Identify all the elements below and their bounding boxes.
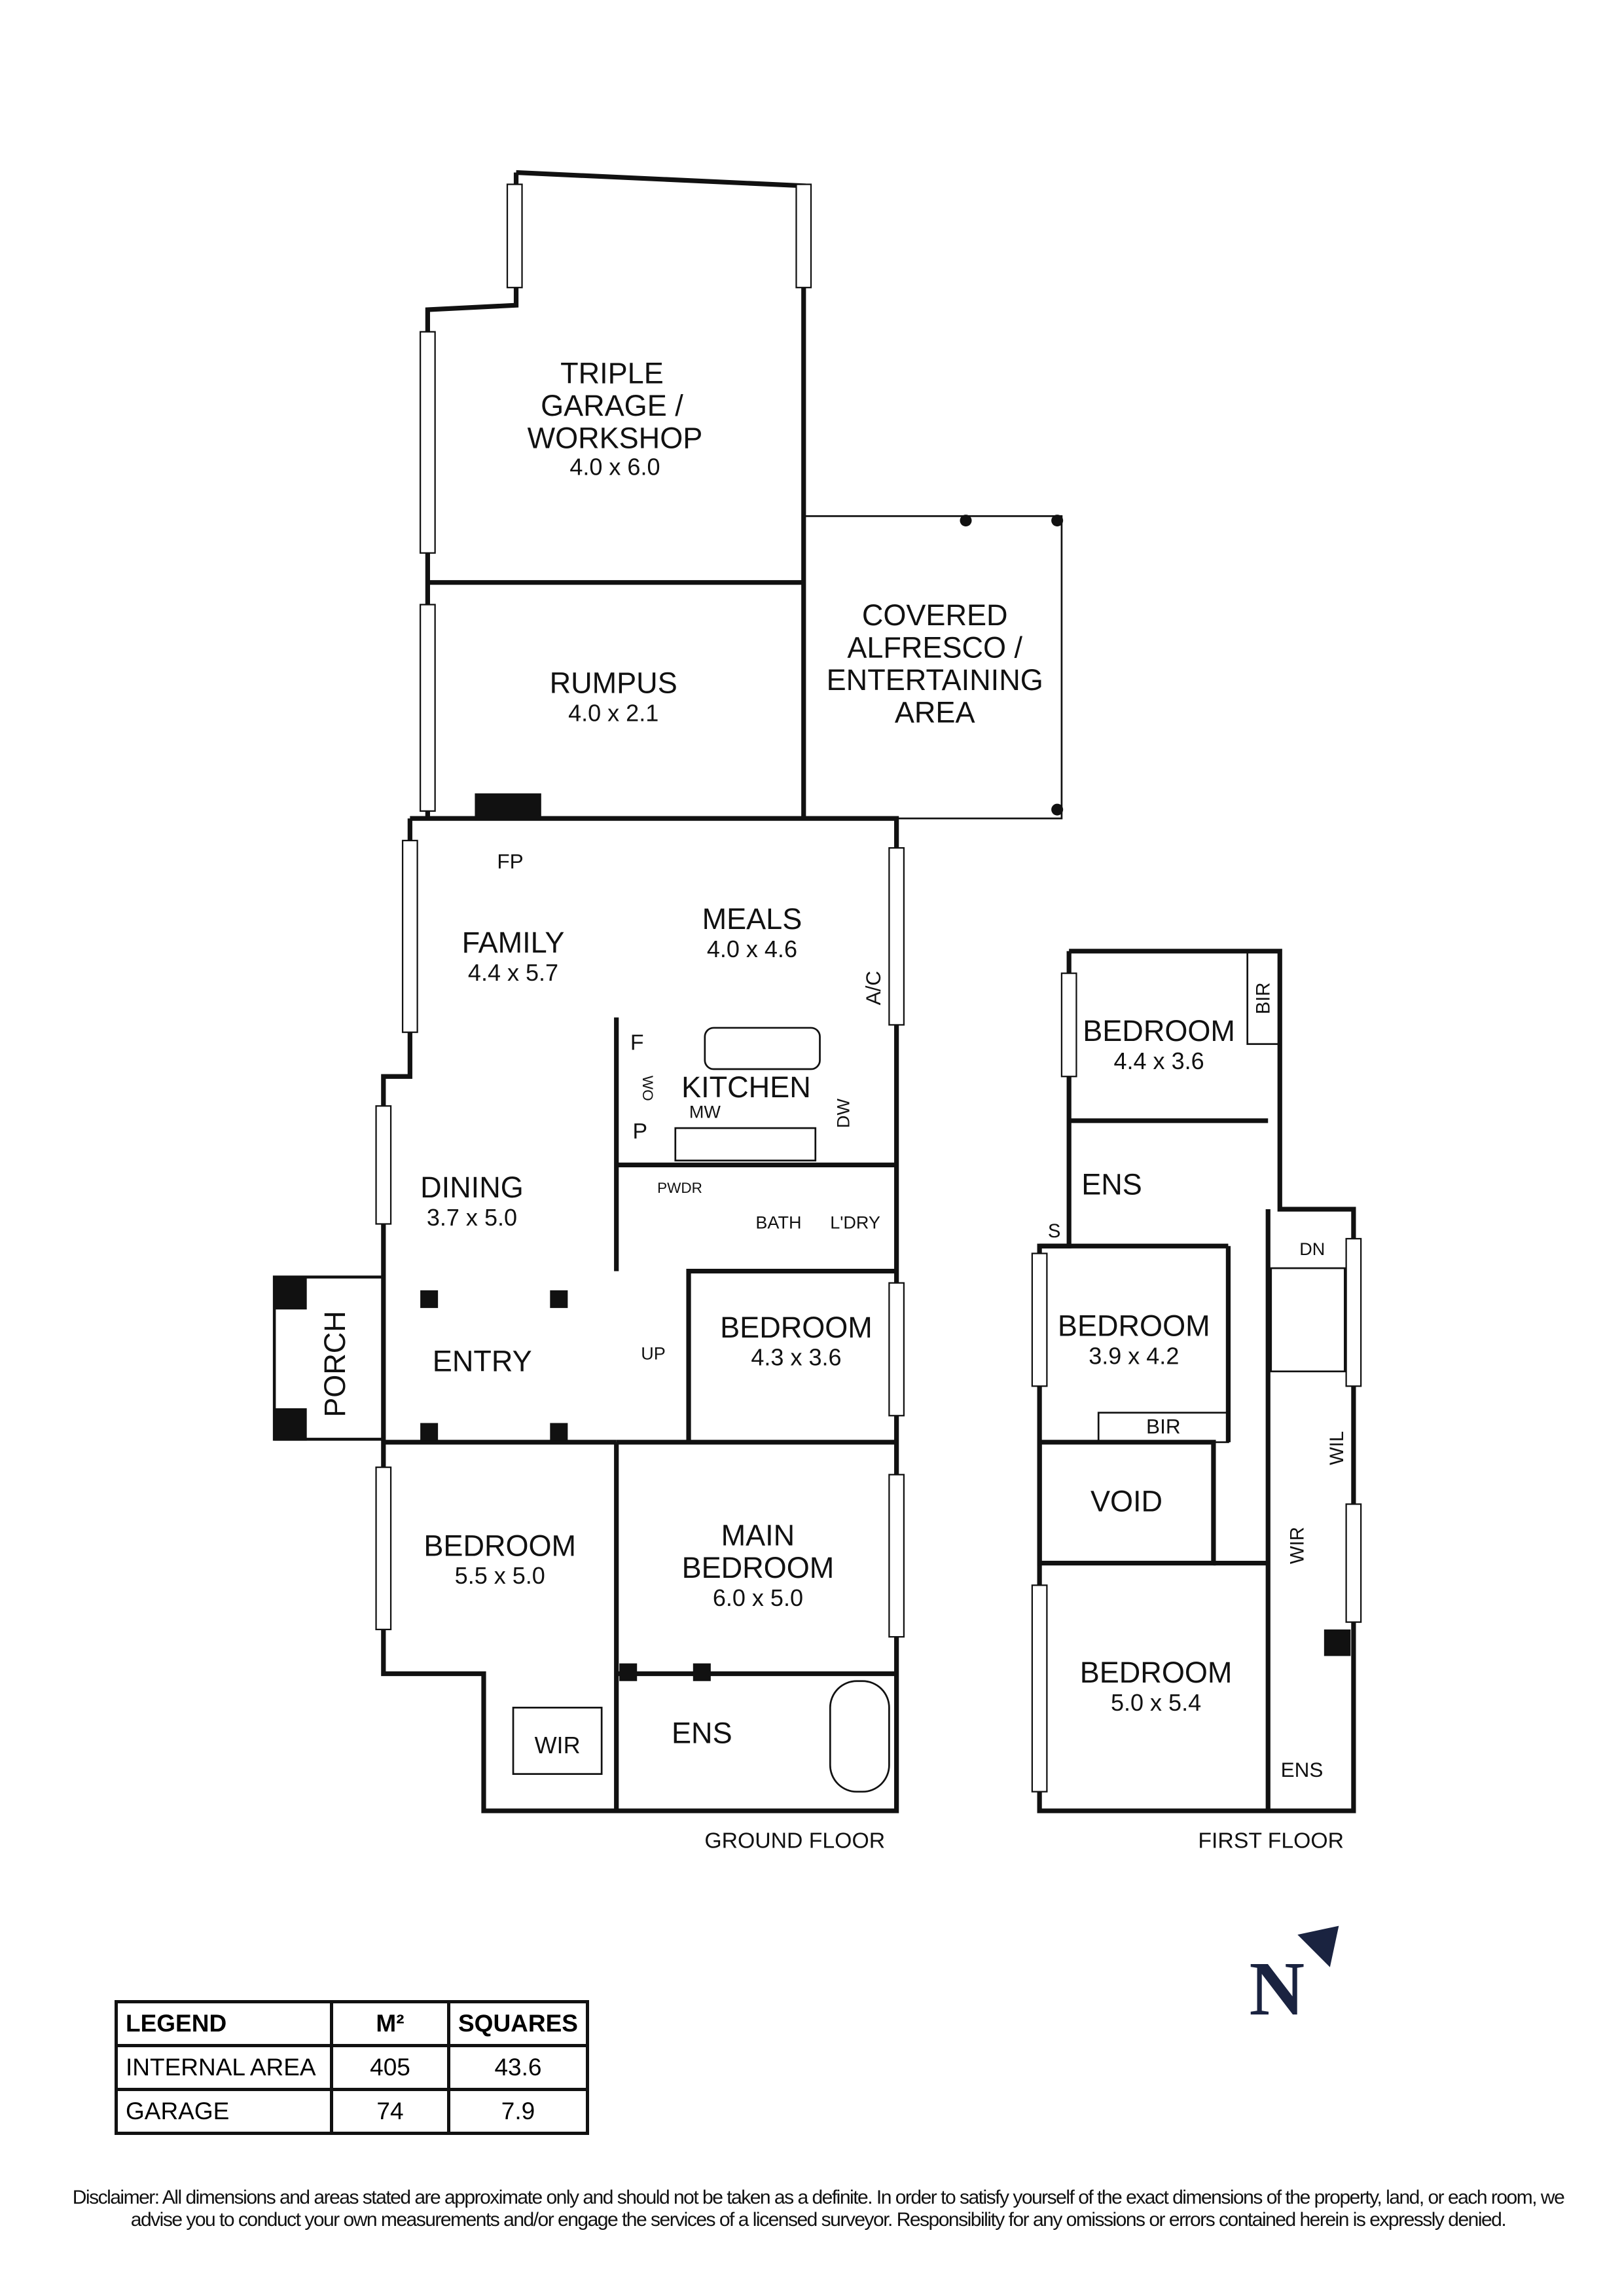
- garage-label: GARAGE /: [541, 389, 683, 422]
- ff-bedroom2-label: BEDROOM: [1058, 1309, 1210, 1343]
- wir-gf-label: WIR: [535, 1732, 581, 1758]
- entry-label: ENTRY: [433, 1345, 532, 1378]
- bedroom-gf-dims: 4.3 x 3.6: [751, 1344, 841, 1371]
- alfresco-label: ALFRESCO /: [847, 631, 1022, 665]
- ground-floor-walls: [272, 170, 1064, 1813]
- legend-cell: 43.6: [447, 2044, 589, 2091]
- ground-floor-label: GROUND FLOOR: [704, 1828, 885, 1853]
- north-arrow-icon: [1297, 1925, 1339, 1967]
- first-floor-label: FIRST FLOOR: [1198, 1828, 1344, 1853]
- stairs-up-label: UP: [641, 1344, 666, 1364]
- legend-cell: 405: [330, 2044, 450, 2091]
- garage-dims: 4.0 x 6.0: [569, 453, 660, 480]
- alfresco-label: COVERED: [862, 598, 1008, 632]
- wall-oven-label: WO: [640, 1076, 656, 1101]
- legend-header: SQUARES: [447, 2000, 589, 2047]
- rumpus-label: RUMPUS: [550, 666, 677, 700]
- ff-bedroom2-dims: 3.9 x 4.2: [1089, 1342, 1179, 1369]
- north-label: N: [1249, 1947, 1305, 2032]
- dishwasher-label: DW: [834, 1099, 854, 1129]
- ff-bedroom1-dims: 4.4 x 3.6: [1113, 1048, 1204, 1074]
- legend-header: LEGEND: [115, 2000, 333, 2047]
- north-arrow: N: [1249, 1925, 1339, 2032]
- legend-row: GARAGE 74 7.9: [115, 2088, 589, 2135]
- wir-ff-label: WIR: [1286, 1527, 1308, 1564]
- ff-bedroom3-label: BEDROOM: [1080, 1656, 1233, 1689]
- garage-label: TRIPLE: [560, 357, 664, 390]
- alfresco-label: ENTERTAINING: [827, 663, 1043, 697]
- dining-dims: 3.7 x 5.0: [427, 1204, 517, 1231]
- meals-dims: 4.0 x 4.6: [707, 936, 797, 962]
- meals-label: MEALS: [702, 902, 802, 936]
- main-bedroom-dims: 6.0 x 5.0: [713, 1584, 803, 1611]
- family-label: FAMILY: [462, 926, 565, 959]
- powder-label: PWDR: [657, 1180, 702, 1196]
- ac-label: A/C: [861, 971, 885, 1006]
- shower-s-label: S: [1048, 1220, 1061, 1242]
- area-legend-table: LEGEND M² SQUARES INTERNAL AREA 405 43.6…: [115, 2000, 589, 2135]
- bedroom-front-dims: 5.5 x 5.0: [455, 1562, 545, 1589]
- family-dims: 4.4 x 5.7: [468, 959, 558, 986]
- dining-label: DINING: [420, 1171, 524, 1204]
- legend-header: M²: [330, 2000, 450, 2047]
- porch-label: PORCH: [318, 1311, 351, 1417]
- bedroom-gf-label: BEDROOM: [720, 1311, 873, 1344]
- legend-header-row: LEGEND M² SQUARES: [115, 2000, 589, 2047]
- bir-label: BIR: [1252, 982, 1274, 1014]
- fridge-label: F: [630, 1030, 644, 1055]
- legend-cell: 7.9: [447, 2088, 589, 2135]
- pantry-label: P: [632, 1119, 647, 1144]
- void-label: VOID: [1090, 1485, 1162, 1518]
- kitchen-label: KITCHEN: [681, 1070, 811, 1104]
- stairs-down-label: DN: [1299, 1239, 1325, 1259]
- bath-label: BATH: [755, 1212, 801, 1232]
- ff-ens1-label: ENS: [1081, 1167, 1142, 1201]
- bir2-label: BIR: [1146, 1414, 1181, 1438]
- legend-row: INTERNAL AREA 405 43.6: [115, 2044, 589, 2091]
- legend-cell: 74: [330, 2088, 450, 2135]
- legend-cell: GARAGE: [115, 2088, 333, 2135]
- ff-bedroom1-label: BEDROOM: [1083, 1014, 1235, 1048]
- main-bedroom-label: BEDROOM: [682, 1551, 835, 1584]
- bedroom-front-label: BEDROOM: [424, 1529, 576, 1562]
- main-bedroom-label: MAIN: [721, 1519, 795, 1552]
- garage-label: WORKSHOP: [528, 422, 703, 455]
- ff-ens2-label: ENS: [1281, 1758, 1324, 1781]
- alfresco-label: AREA: [895, 696, 975, 729]
- disclaimer-text: Disclaimer: All dimensions and areas sta…: [72, 2187, 1565, 2231]
- rumpus-dims: 4.0 x 2.1: [568, 699, 658, 726]
- microwave-label: MW: [689, 1102, 721, 1121]
- ff-bedroom3-dims: 5.0 x 5.4: [1111, 1689, 1201, 1716]
- fp-label: FP: [497, 850, 523, 873]
- first-floor-walls: [1031, 949, 1362, 1813]
- wil-label: WIL: [1326, 1431, 1348, 1465]
- legend-cell: INTERNAL AREA: [115, 2044, 333, 2091]
- laundry-label: L'DRY: [830, 1212, 880, 1232]
- ens-gf-label: ENS: [672, 1716, 732, 1749]
